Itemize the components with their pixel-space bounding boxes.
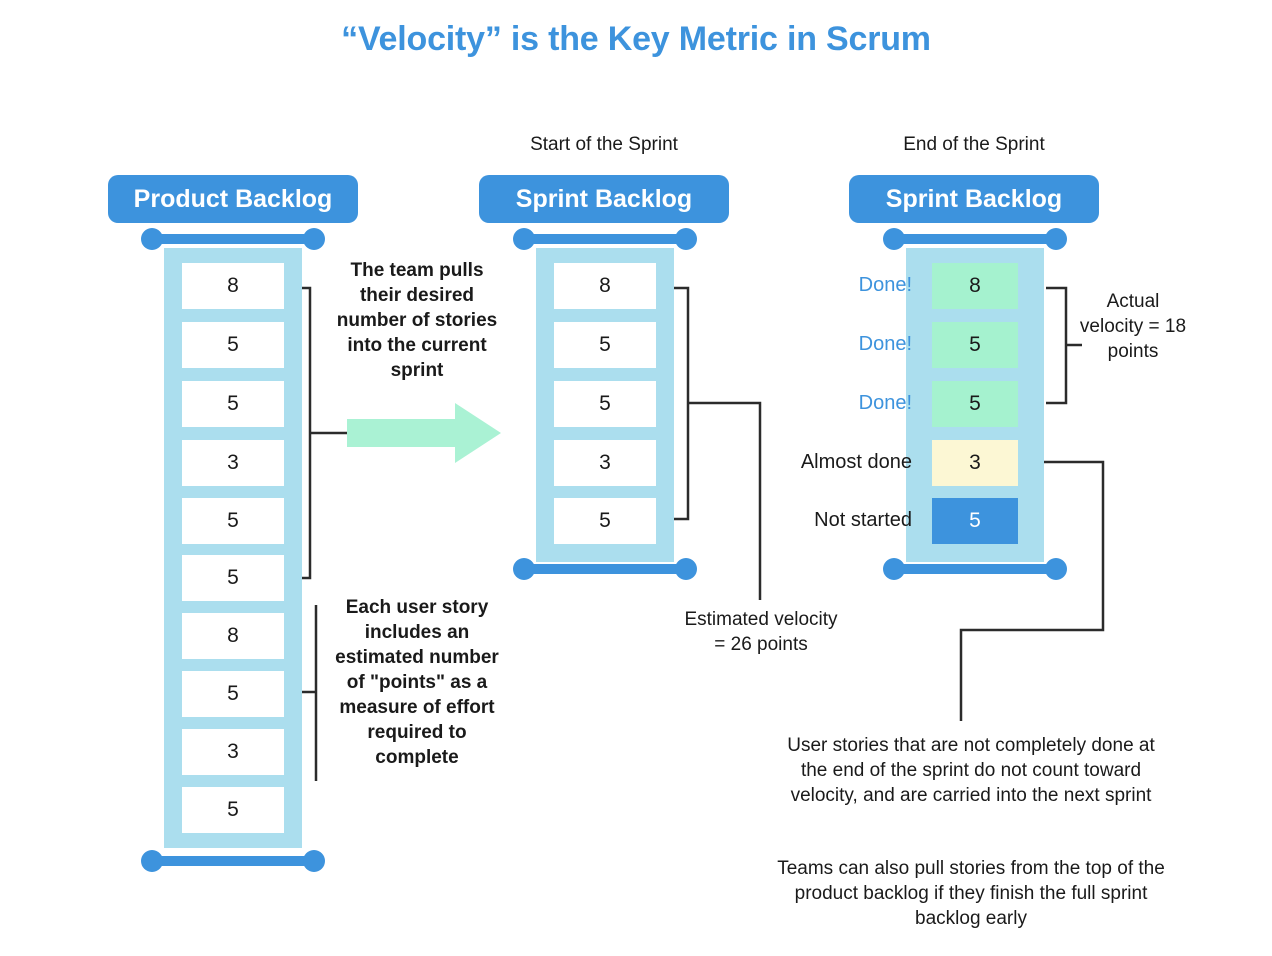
card-points: 3 <box>599 451 611 474</box>
page-title: “Velocity” is the Key Metric in Scrum <box>341 20 931 58</box>
stage-caption-end: End of the Sprint <box>849 134 1099 156</box>
sprint-backlog-start-bottom-bar <box>513 558 697 580</box>
note-pull-more: Teams can also pull stories from the top… <box>774 856 1168 931</box>
annotation-pull-stories: The team pulls their desired number of s… <box>331 258 503 383</box>
stage-caption-start-label: Start of the Sprint <box>530 134 678 155</box>
note-text: Teams can also pull stories from the top… <box>777 858 1165 929</box>
status-text: Done! <box>858 333 912 355</box>
connector-actual-velocity <box>1046 286 1082 405</box>
product-backlog-card-9[interactable]: 3 <box>182 729 284 775</box>
annotation-text: Actual velocity = 18 points <box>1079 291 1187 362</box>
status-label-card-4: Almost done <box>660 451 912 474</box>
status-text: Done! <box>858 392 912 414</box>
card-points: 8 <box>599 274 611 297</box>
card-points: 5 <box>227 509 239 532</box>
sprint-backlog-end-bottom-bar <box>883 558 1067 580</box>
bar-knob-right-icon <box>303 228 325 250</box>
sprint-backlog-end-card-2[interactable]: 5 <box>932 322 1018 368</box>
product-backlog-card-4[interactable]: 3 <box>182 440 284 486</box>
card-points: 8 <box>227 274 239 297</box>
status-label-card-2: Done! <box>700 333 912 356</box>
product-backlog-top-bar <box>141 228 325 250</box>
stage-caption-end-label: End of the Sprint <box>903 134 1045 155</box>
bar-knob-right-icon <box>1045 558 1067 580</box>
product-backlog-bottom-bar <box>141 850 325 872</box>
bar-knob-left-icon <box>141 850 163 872</box>
bar-knob-left-icon <box>883 558 905 580</box>
product-backlog-header: Product Backlog <box>108 175 358 223</box>
card-points: 8 <box>227 624 239 647</box>
status-label-card-5: Not started <box>660 509 912 532</box>
card-points: 5 <box>969 392 981 415</box>
sprint-backlog-end-card-1[interactable]: 8 <box>932 263 1018 309</box>
note-text: User stories that are not completely don… <box>787 735 1155 806</box>
card-points: 5 <box>599 333 611 356</box>
card-points: 5 <box>227 798 239 821</box>
card-points: 3 <box>969 451 981 474</box>
bar-knob-left-icon <box>513 558 535 580</box>
card-points: 8 <box>969 274 981 297</box>
product-backlog-card-3[interactable]: 5 <box>182 381 284 427</box>
product-backlog-card-1[interactable]: 8 <box>182 263 284 309</box>
stage-caption-start: Start of the Sprint <box>479 134 729 156</box>
card-points: 5 <box>227 566 239 589</box>
product-backlog-header-label: Product Backlog <box>133 184 333 213</box>
product-backlog-card-6[interactable]: 5 <box>182 555 284 601</box>
annotation-actual-velocity: Actual velocity = 18 points <box>1078 289 1188 364</box>
note-carryover: User stories that are not completely don… <box>774 733 1168 808</box>
sprint-backlog-end-card-4[interactable]: 3 <box>932 440 1018 486</box>
bar-knob-right-icon <box>303 850 325 872</box>
sprint-backlog-end-header-label: Sprint Backlog <box>885 184 1063 213</box>
bar-knob-left-icon <box>141 228 163 250</box>
status-label-card-1: Done! <box>700 274 912 297</box>
product-backlog-card-10[interactable]: 5 <box>182 787 284 833</box>
annotation-estimated-velocity: Estimated velocity = 26 points <box>677 607 845 657</box>
product-backlog-card-8[interactable]: 5 <box>182 671 284 717</box>
card-points: 3 <box>227 740 239 763</box>
card-points: 3 <box>227 451 239 474</box>
bar-knob-right-icon <box>675 558 697 580</box>
card-points: 5 <box>969 509 981 532</box>
status-label-card-3: Done! <box>700 392 912 415</box>
card-points: 5 <box>969 333 981 356</box>
status-text: Almost done <box>800 451 912 473</box>
bar-knob-left-icon <box>883 228 905 250</box>
card-points: 5 <box>227 682 239 705</box>
sprint-backlog-start-top-bar <box>513 228 697 250</box>
product-backlog-card-5[interactable]: 5 <box>182 498 284 544</box>
product-backlog-card-2[interactable]: 5 <box>182 322 284 368</box>
pull-arrow-icon <box>347 403 501 463</box>
bar-knob-right-icon <box>1045 228 1067 250</box>
card-points: 5 <box>599 509 611 532</box>
status-text: Not started <box>814 509 912 531</box>
sprint-backlog-start-header: Sprint Backlog <box>479 175 729 223</box>
bar-knob-left-icon <box>513 228 535 250</box>
annotation-text: Estimated velocity = 26 points <box>684 609 838 655</box>
sprint-backlog-end-card-5[interactable]: 5 <box>932 498 1018 544</box>
card-points: 5 <box>227 333 239 356</box>
status-text: Done! <box>858 274 912 296</box>
sprint-backlog-start-header-label: Sprint Backlog <box>515 184 693 213</box>
annotation-text: The team pulls their desired number of s… <box>336 260 498 381</box>
annotation-story-points: Each user story includes an estimated nu… <box>331 595 503 770</box>
annotation-text: Each user story includes an estimated nu… <box>335 597 499 768</box>
sprint-backlog-end-card-3[interactable]: 5 <box>932 381 1018 427</box>
bar-knob-right-icon <box>675 228 697 250</box>
product-backlog-card-7[interactable]: 8 <box>182 613 284 659</box>
card-points: 5 <box>599 392 611 415</box>
sprint-backlog-start-card-5[interactable]: 5 <box>554 498 656 544</box>
sprint-backlog-end-header: Sprint Backlog <box>849 175 1099 223</box>
sprint-backlog-start-card-1[interactable]: 8 <box>554 263 656 309</box>
sprint-backlog-end-top-bar <box>883 228 1067 250</box>
sprint-backlog-start-card-2[interactable]: 5 <box>554 322 656 368</box>
sprint-backlog-start-card-4[interactable]: 3 <box>554 440 656 486</box>
card-points: 5 <box>227 392 239 415</box>
sprint-backlog-start-card-3[interactable]: 5 <box>554 381 656 427</box>
